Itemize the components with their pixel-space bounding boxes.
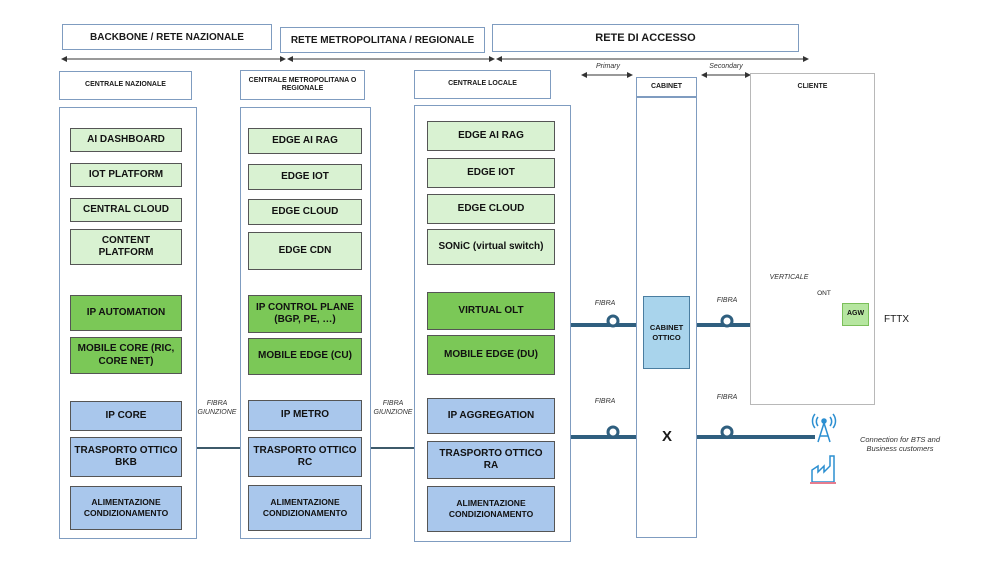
primary-label: Primary [595,63,621,70]
box-ip-aggregation: IP AGGREGATION [427,398,555,434]
fiber-node-icon [606,425,620,439]
fibra-label-2: FIBRA [716,297,738,304]
header-backbone: BACKBONE / RETE NAZIONALE [62,24,272,50]
fibra-label-3: FIBRA [594,398,616,405]
fiber-node-icon [720,425,734,439]
box-mobile-edge-cu: MOBILE EDGE (CU) [248,338,362,375]
box-iot-platform: IOT PLATFORM [70,163,182,187]
box-mobile-core: MOBILE CORE (RIC, CORE NET) [70,337,182,374]
fibra-giunzione-label-1: FIBRA GIUNZIONE [197,400,237,416]
factory-icon [810,455,836,484]
box-trasporto-bkb: TRASPORTO OTTICO BKB [70,437,182,477]
col-title-metro: CENTRALE METROPOLITANA O REGIONALE [240,70,365,100]
box-alimentazione-naz: ALIMENTAZIONE CONDIZIONAMENTO [70,486,182,530]
box-trasporto-ra: TRASPORTO OTTICO RA [427,441,555,479]
col-title-locale: CENTRALE LOCALE [414,70,551,99]
bts-label: Connection for BTS and Business customer… [859,435,941,454]
fibra-label-1: FIBRA [594,300,616,307]
box-mobile-edge-du: MOBILE EDGE (DU) [427,335,555,375]
col-title-cliente: CLIENTE [797,83,828,90]
antenna-tower-icon [811,413,837,443]
box-edge-ai-rag-metro: EDGE AI RAG [248,128,362,154]
box-trasporto-rc: TRASPORTO OTTICO RC [248,437,362,477]
box-cabinet-ottico: CABINET OTTICO [643,296,690,369]
box-sonic: SONiC (virtual switch) [427,229,555,265]
fiber-node-icon [720,314,734,328]
box-edge-iot-loc: EDGE IOT [427,158,555,188]
fibra-label-4: FIBRA [716,394,738,401]
box-agw: AGW [842,303,869,326]
col-title-nazionale: CENTRALE NAZIONALE [59,71,192,100]
secondary-label: Secondary [709,63,743,70]
box-edge-cdn: EDGE CDN [248,232,362,270]
cabinet-x-mark: X [661,428,672,445]
box-ai-dashboard: AI DASHBOARD [70,128,182,152]
box-ip-metro: IP METRO [248,400,362,431]
column-cliente [750,73,875,405]
box-central-cloud: CENTRAL CLOUD [70,198,182,222]
box-virtual-olt: VIRTUAL OLT [427,292,555,330]
box-edge-cloud-loc: EDGE CLOUD [427,194,555,224]
verticale-label: VERTICALE [769,274,809,281]
fttx-label: FTTX [884,314,909,325]
box-ip-control-plane: IP CONTROL PLANE (BGP, PE, …) [248,295,362,333]
fiber-node-icon [606,314,620,328]
header-metro: RETE METROPOLITANA / REGIONALE [280,27,485,53]
header-access: RETE DI ACCESSO [492,24,799,52]
box-content-platform: CONTENT PLATFORM [70,229,182,265]
box-alimentazione-metro: ALIMENTAZIONE CONDIZIONAMENTO [248,485,362,531]
box-edge-iot-metro: EDGE IOT [248,164,362,190]
box-edge-ai-rag-loc: EDGE AI RAG [427,121,555,151]
box-ip-core: IP CORE [70,401,182,431]
col-title-cabinet: CABINET [636,77,697,97]
box-edge-cloud-metro: EDGE CLOUD [248,199,362,225]
fibra-giunzione-label-2: FIBRA GIUNZIONE [373,400,413,416]
ont-label: ONT [817,290,831,297]
box-ip-automation: IP AUTOMATION [70,295,182,331]
box-alimentazione-loc: ALIMENTAZIONE CONDIZIONAMENTO [427,486,555,532]
